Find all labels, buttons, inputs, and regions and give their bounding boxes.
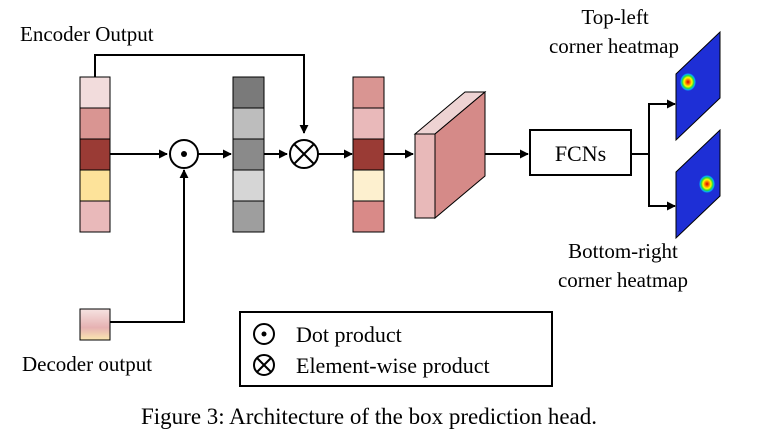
fcns-box (529, 129, 632, 176)
dot-product-icon (253, 323, 275, 345)
encoder-cell (79, 138, 111, 171)
top-left-heatmap-label-line1: Top-left (581, 5, 649, 29)
encoder-cell (79, 169, 111, 202)
product-cell (352, 76, 385, 109)
product-cell (352, 200, 385, 233)
bottom-right-heatmap (675, 128, 721, 240)
encoder-cell (79, 76, 111, 109)
elementwise-product-icon (253, 354, 275, 376)
product-result-column (352, 76, 385, 233)
fcns-branch-line (631, 104, 650, 206)
product-cell (352, 107, 385, 140)
legend: Dot product Element-wise product (239, 311, 553, 387)
figure-caption: Figure 3: Architecture of the box predic… (141, 404, 597, 429)
top-left-heatmap-label-line2: corner heatmap (549, 34, 679, 58)
encoder-cell (79, 107, 111, 140)
decoder-to-dot-arrow (110, 169, 189, 323)
decoder-output-cell (79, 308, 111, 341)
legend-elementwise-product-label: Element-wise product (296, 353, 490, 378)
skip-connection-arrow (94, 54, 309, 134)
attention-feature-column (232, 76, 265, 233)
encoder-output-column (79, 76, 111, 233)
feature-cell (232, 169, 265, 202)
feature-cell (232, 138, 265, 171)
product-cell (352, 169, 385, 202)
bottom-right-heatmap-label-line2: corner heatmap (558, 268, 688, 292)
encoder-cell (79, 200, 111, 233)
bottom-right-heatmap-label-line1: Bottom-right (568, 239, 678, 263)
feature-cell (232, 200, 265, 233)
feature-map-block (413, 90, 487, 220)
legend-dot-product-label: Dot product (296, 322, 402, 347)
feature-cell (232, 76, 265, 109)
top-left-heatmap (675, 30, 721, 142)
encoder-output-label: Encoder Output (20, 22, 154, 46)
feature-cell (232, 107, 265, 140)
elementwise-product-operator (289, 139, 319, 169)
product-cell (352, 138, 385, 171)
fcns-label: FCNs (555, 141, 606, 166)
dot-product-operator (169, 139, 199, 169)
decoder-output-label: Decoder output (22, 352, 152, 376)
